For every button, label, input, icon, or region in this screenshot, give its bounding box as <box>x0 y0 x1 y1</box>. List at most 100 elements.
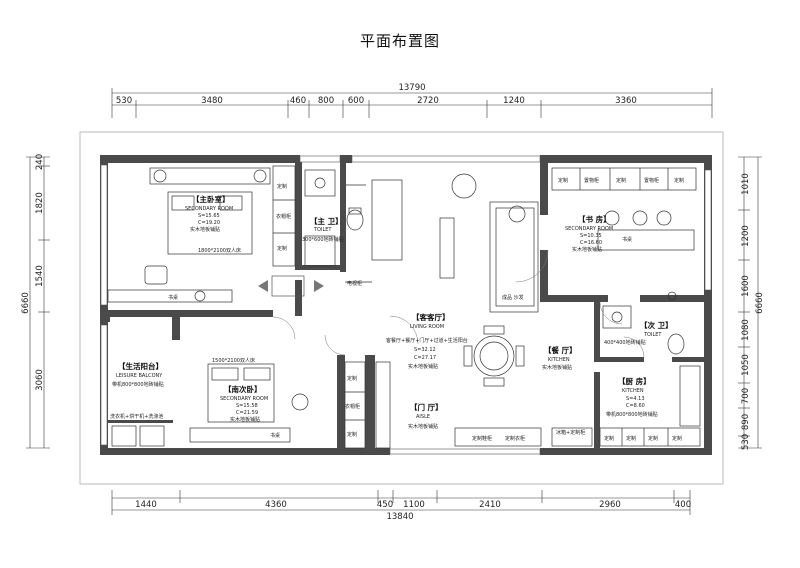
south-name: 【南次卧】 <box>224 384 262 394</box>
master-floor: 实木地板铺贴 <box>190 226 220 233</box>
living-s: S=32.12 <box>414 347 436 353</box>
toilet2-floor: 400*400地砖铺贴 <box>604 339 646 346</box>
master-c: C=19.20 <box>198 220 220 226</box>
aisle-name: 【门 厅】 <box>410 402 443 412</box>
kitchen-name: 【厨 房】 <box>618 376 651 386</box>
dim-top-5: 600 <box>348 96 364 106</box>
toilet1-fixtures <box>304 169 366 267</box>
kitchen-floor: 带机800*800地砖铺贴 <box>606 411 658 418</box>
entry-cabinets <box>454 427 593 447</box>
door-arcs <box>272 249 645 358</box>
kitchen-s: S=4.13 <box>626 396 645 402</box>
study-cab-1: 定制 <box>558 177 568 184</box>
dim-right-5: 1050 <box>741 354 751 376</box>
dim-right-6: 700 <box>741 388 751 404</box>
study-cabinets <box>551 167 697 191</box>
living-furniture <box>345 173 539 313</box>
dim-bottom-3: 450 <box>377 500 393 510</box>
dim-bottom-4: 1100 <box>403 500 425 510</box>
master-name: 【主卧室】 <box>192 194 230 204</box>
top-dimensions <box>111 88 713 118</box>
dining-table <box>463 325 525 387</box>
south-wardrobe-2: 衣帽柜 <box>345 403 360 410</box>
toilet1-name: 【主 卫】 <box>310 216 343 226</box>
south-bed <box>189 363 309 443</box>
living-c: C=27.17 <box>414 355 436 361</box>
windows <box>100 155 712 455</box>
dim-top-3: 460 <box>290 96 306 106</box>
dim-right-total: 6660 <box>755 292 765 314</box>
south-floor: 实木地板铺贴 <box>230 416 260 423</box>
master-wardrobe-3: 定制 <box>277 245 287 252</box>
dim-left-1: 240 <box>35 154 45 170</box>
dim-bottom-2: 4360 <box>265 500 287 510</box>
dining-name: 【餐 厅】 <box>544 345 577 355</box>
study-name: 【书 房】 <box>578 214 611 224</box>
toilet2-name: 【次 卫】 <box>640 320 673 330</box>
south-s: S=15.58 <box>236 403 258 409</box>
door-swing-arrows <box>258 275 324 297</box>
kitchen-en: KITCHEN <box>622 388 644 394</box>
dim-right-4: 1080 <box>741 319 751 341</box>
kitchen-cab-3: 定制 <box>648 435 658 442</box>
dim-top-8: 3360 <box>615 96 637 106</box>
study-c: C=16.60 <box>580 240 602 246</box>
toilet1-floor: 300*600地砖铺贴 <box>302 236 344 243</box>
aisle-en: AISLE <box>416 414 430 420</box>
study-s: S=10.35 <box>580 233 602 239</box>
dim-right-1: 1010 <box>741 173 751 195</box>
balcony-en: LEISURE BALCONY <box>116 373 163 379</box>
master-wardrobe-2: 衣帽柜 <box>276 213 291 220</box>
kitchen-cab-1: 定制 <box>604 435 614 442</box>
plan-title: 平面布置图 <box>359 32 440 50</box>
master-en: SECONDARY ROOM <box>185 206 233 212</box>
balcony-appliances <box>111 425 165 447</box>
south-bed-label: 1500*2100双人床 <box>212 357 255 364</box>
study-desk-label: 书桌 <box>622 236 632 243</box>
study-cab-5: 定制 <box>674 177 684 184</box>
paper-frame <box>79 131 724 485</box>
dim-right-8: 530 <box>741 434 751 450</box>
balcony-appliances-label: 洗衣机+烘干机+洗涤池 <box>110 413 163 420</box>
south-c: C=21.59 <box>236 410 258 416</box>
master-bed <box>149 167 271 255</box>
dim-right-7: 890 <box>741 414 751 430</box>
kitchen-c: C=8.60 <box>626 403 645 409</box>
dim-left-3: 1540 <box>35 265 45 287</box>
dim-right-3: 1600 <box>741 275 751 297</box>
fridge-label: 冰箱+定制柜 <box>556 429 585 436</box>
dim-bottom-7: 400 <box>675 500 691 510</box>
kitchen-cab-2: 定制 <box>626 435 636 442</box>
south-wardrobe-3: 定制 <box>347 431 357 438</box>
dim-bottom-1: 1440 <box>135 500 157 510</box>
master-desk-area <box>107 265 233 303</box>
living-floor: 实木地板铺贴 <box>408 363 438 370</box>
dim-top-2: 3480 <box>201 96 223 106</box>
shoe-wardrobe-label: 定制衣柜 <box>505 435 525 442</box>
study-cab-4: 置物柜 <box>644 177 659 184</box>
aisle-floor: 实木地板铺贴 <box>408 423 438 430</box>
master-s: S=15.65 <box>198 213 220 219</box>
toilet1-en: TOILET <box>313 227 332 233</box>
master-bed-label: 1800*2100双人床 <box>198 247 241 254</box>
south-desk-label: 书桌 <box>270 432 280 439</box>
dim-left-4: 3060 <box>35 369 45 391</box>
toilet2-fixtures <box>602 291 685 355</box>
walls <box>100 155 712 455</box>
kitchen-cab-4: 定制 <box>672 435 682 442</box>
master-wardrobe <box>272 165 296 267</box>
living-note: 客餐厅+餐厅+门厅+过道+生活阳台 <box>386 337 468 344</box>
master-desk-label: 书桌 <box>168 294 178 301</box>
dim-left-total: 6660 <box>21 292 31 314</box>
bottom-dimensions <box>111 490 691 515</box>
south-wardrobe-1: 定制 <box>347 375 357 382</box>
study-floor: 实木地板铺贴 <box>572 246 602 253</box>
tv-label: 电视柜 <box>347 280 362 287</box>
dim-bottom-total: 13840 <box>386 512 413 522</box>
dim-right-2: 1200 <box>741 225 751 247</box>
master-wardrobe-1: 定制 <box>277 183 287 190</box>
right-dimensions <box>738 156 762 449</box>
balcony-name: 【生活阳台】 <box>118 361 163 371</box>
sofa-label: 成品 沙发 <box>502 294 524 301</box>
